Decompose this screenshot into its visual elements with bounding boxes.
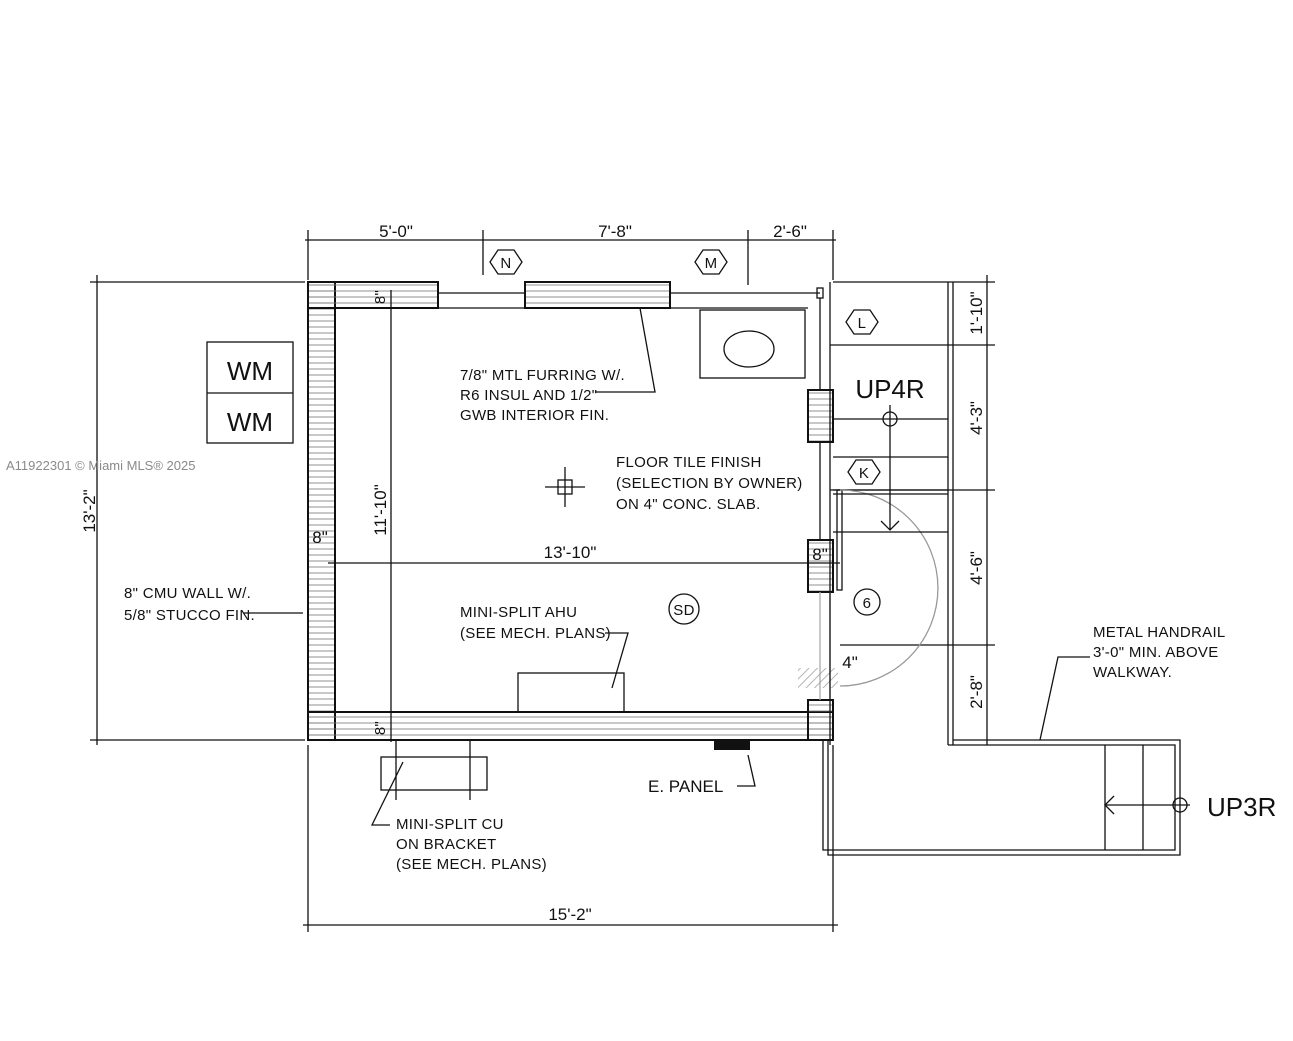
note-furring-3: GWB INTERIOR FIN.	[460, 407, 609, 424]
dim-right-3: 4'-6"	[967, 551, 986, 585]
dim-wall-bottom: 8"	[372, 721, 389, 735]
washer-machines: WM WM	[206, 341, 294, 444]
stair-upper	[829, 282, 954, 745]
svg-text:N: N	[500, 255, 511, 272]
electrical-panel	[714, 740, 756, 787]
furring-leader	[595, 307, 656, 393]
svg-text:K: K	[859, 465, 869, 482]
note-handrail-3: WALKWAY.	[1093, 664, 1172, 681]
hex-tag-l: L	[845, 309, 879, 335]
door-tag: 6	[863, 595, 872, 612]
left-dimension	[90, 275, 305, 745]
dim-left: 13'-2"	[80, 489, 99, 532]
wm-label-1: WM	[227, 356, 273, 386]
note-cu-3: (SEE MECH. PLANS)	[396, 856, 547, 873]
dim-top-3: 2'-6"	[773, 222, 807, 241]
hex-tag-k: K	[847, 459, 881, 485]
door-jamb-hatch	[798, 668, 838, 688]
note-ahu-1: MINI-SPLIT AHU	[460, 604, 577, 621]
note-handrail-2: 3'-0" MIN. ABOVE	[1093, 644, 1219, 661]
note-furring-1: 7/8" MTL FURRING W/.	[460, 367, 625, 384]
top-dimension	[305, 230, 836, 285]
dim-right-4: 2'-8"	[967, 675, 986, 709]
note-cu-1: MINI-SPLIT CU	[396, 816, 504, 833]
bottom-dimension	[303, 745, 838, 932]
dim-wall-top: 8"	[372, 290, 389, 304]
dim-top-2: 7'-8"	[598, 222, 632, 241]
dim-door-offset: 4"	[842, 653, 858, 672]
dim-top-1: 5'-0"	[379, 222, 413, 241]
note-cu-2: ON BRACKET	[396, 836, 497, 853]
note-panel: E. PANEL	[648, 777, 723, 796]
floor-crosshair-icon	[545, 467, 585, 507]
dim-interior-width: 13'-10"	[544, 543, 597, 562]
right-dimension	[830, 275, 995, 745]
note-floor-1: FLOOR TILE FINISH	[616, 454, 762, 471]
note-floor-3: ON 4" CONC. SLAB.	[616, 496, 761, 513]
dim-wall-left: 8"	[312, 528, 328, 547]
note-cmu-1: 8" CMU WALL W/.	[124, 585, 251, 602]
dim-bottom: 15'-2"	[548, 905, 591, 924]
ahu-leader	[605, 632, 629, 689]
hex-tag-m: M	[694, 249, 728, 275]
note-furring-2: R6 INSUL AND 1/2"	[460, 387, 597, 404]
dim-right-1: 1'-10"	[967, 291, 986, 334]
door-6: 6	[830, 489, 948, 687]
dim-wall-right: 8"	[812, 545, 828, 564]
walkway-handrail	[822, 656, 1190, 856]
vanity-sink	[699, 309, 806, 379]
dim-interior-height: 11'-10"	[371, 484, 390, 536]
note-handrail-1: METAL HANDRAIL	[1093, 624, 1226, 641]
dim-right-2: 4'-3"	[967, 401, 986, 435]
cmu-walls	[307, 281, 834, 741]
stair-lower-label: UP3R	[1207, 792, 1276, 822]
condenser-unit	[370, 740, 488, 826]
watermark: A11922301 © Miami MLS® 2025	[6, 458, 195, 473]
smoke-detector-icon: SD	[668, 593, 700, 625]
stair-up-label: UP4R	[855, 374, 924, 404]
note-ahu-2: (SEE MECH. PLANS)	[460, 625, 611, 642]
wm-label-2: WM	[227, 407, 273, 437]
hex-tag-n: N	[489, 249, 523, 275]
ahu-unit	[517, 672, 625, 713]
svg-text:L: L	[858, 315, 867, 332]
svg-text:SD: SD	[673, 602, 694, 619]
note-floor-2: (SELECTION BY OWNER)	[616, 475, 803, 492]
note-cmu-2: 5/8" STUCCO FIN.	[124, 607, 255, 624]
svg-text:M: M	[705, 255, 718, 272]
